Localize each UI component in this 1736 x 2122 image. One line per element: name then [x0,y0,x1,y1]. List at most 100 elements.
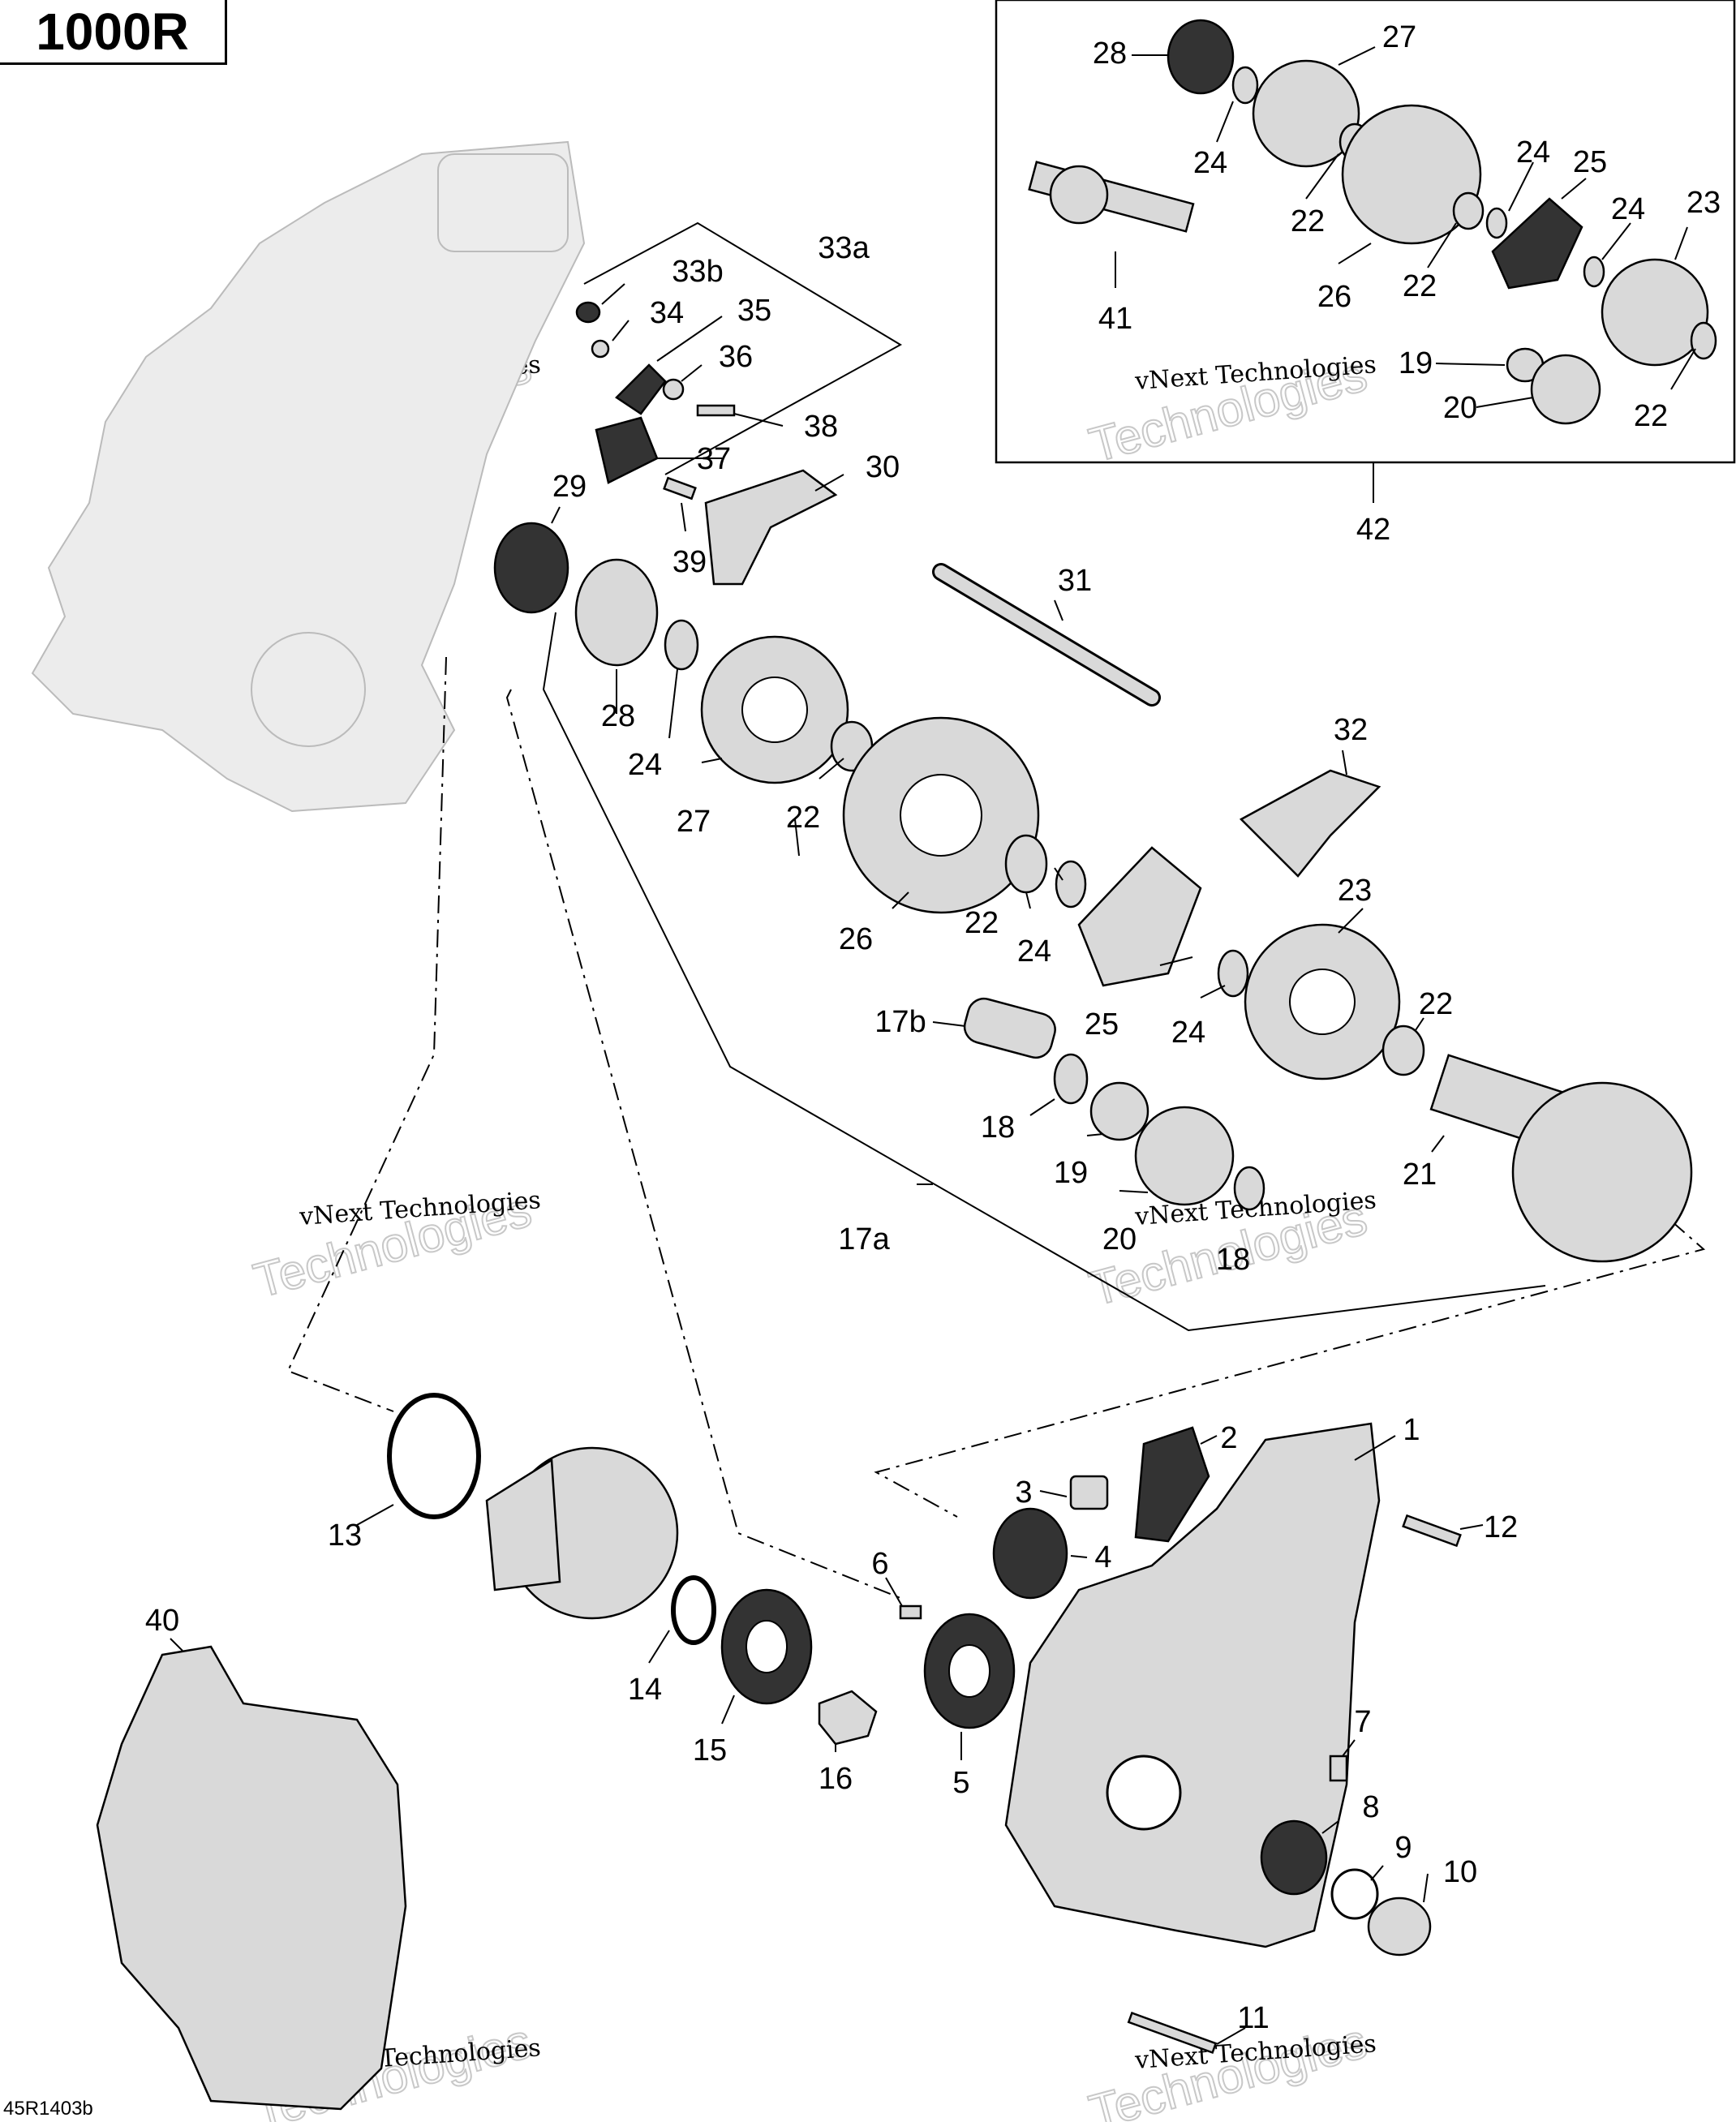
callout-24: 24 [1193,146,1227,180]
callout-10: 10 [1443,1855,1477,1889]
ring-14 [671,1575,716,1645]
oring-13 [387,1393,481,1519]
dog-28 [574,558,659,667]
callout-35: 35 [737,294,771,328]
callout-4: 4 [1094,1540,1111,1574]
callout-29: 29 [552,470,587,504]
callout-23: 23 [1338,874,1372,908]
callout-28: 28 [1093,37,1127,71]
dash-line [874,1220,1706,1518]
plug-7 [1329,1755,1348,1782]
gear-27-hub [741,677,808,743]
bearing-22 [1004,834,1048,894]
bearing-22-inset [1690,321,1717,360]
cover-1 [1004,1422,1381,1948]
callout-40: 40 [145,1604,179,1638]
callout-8: 8 [1362,1790,1379,1824]
oring-9 [1330,1868,1379,1920]
inset-frame [995,0,1736,464]
callout-25: 25 [1085,1007,1119,1042]
gear-21 [1511,1081,1693,1263]
callout-25: 25 [1573,145,1607,179]
callout-22: 22 [1403,269,1437,303]
callout-2: 2 [1220,1421,1237,1455]
callout-15: 15 [693,1733,727,1768]
washer-36 [662,378,685,401]
crankcase-bore [251,632,366,747]
shaft-41-gear [1049,165,1109,225]
callout-31: 31 [1058,564,1092,598]
cover-1-bore [1106,1755,1182,1831]
callout-24: 24 [1516,135,1550,170]
screw-38 [696,404,736,417]
bolt-11 [1127,2011,1218,2055]
callout-24: 24 [1611,192,1645,226]
assembly-bracket-17a [542,612,1546,1332]
callout-28: 28 [601,699,635,733]
gear-20-inset [1530,354,1601,425]
seal-8 [1260,1819,1328,1896]
callout-33a: 33a [818,231,870,265]
callout-22: 22 [965,906,999,940]
callout-17a: 17a [838,1222,890,1256]
callout-6: 6 [871,1547,888,1581]
callout-41: 41 [1098,302,1132,336]
callout-26: 26 [839,922,873,956]
callout-36: 36 [719,340,753,374]
callout-1: 1 [1403,1413,1420,1447]
circlip-18 [1053,1053,1089,1105]
bushing-19 [1089,1081,1149,1141]
nut-16 [818,1690,878,1746]
index-37 [595,416,659,484]
crankcase-boss [437,153,569,252]
bearing-15-bore [746,1620,788,1673]
callout-39: 39 [672,545,707,579]
assembly-bracket-33a [583,221,903,475]
bearing-29 [493,522,569,614]
washer-34 [591,339,610,359]
callout-23: 23 [1687,186,1721,220]
callout-22: 22 [1291,204,1325,238]
callout-14: 14 [628,1673,662,1707]
callout-24: 24 [1017,934,1051,969]
callout-22: 22 [1634,399,1668,433]
callout-12: 12 [1484,1510,1518,1544]
screw-39 [663,476,697,500]
bushing-33b [575,301,601,324]
sleeve-25 [1077,846,1202,987]
reference-code: 45R1403b [3,2098,93,2120]
callout-20: 20 [1102,1222,1137,1256]
callout-24: 24 [628,748,662,782]
gear-20 [1134,1106,1235,1206]
leader-lines [170,46,1696,2045]
dog-28-inset [1167,19,1235,95]
callout-24: 24 [1171,1016,1205,1050]
gear-23-hub [1289,969,1356,1035]
circlip-18 [1233,1166,1265,1211]
callout-30: 30 [866,450,900,484]
callout-16: 16 [819,1762,853,1796]
shaft-31-body [935,565,1158,704]
gear-26-inset [1341,104,1482,245]
callout-34: 34 [650,296,684,330]
callout-38: 38 [804,410,838,444]
callout-22: 22 [1419,987,1453,1021]
bearing-5-bore [948,1644,990,1698]
circlip-24 [664,619,699,671]
bushing-10 [1367,1896,1432,1957]
transmission-40 [96,1645,407,2111]
circlip-24-inset [1583,256,1605,288]
callout-13: 13 [328,1518,362,1553]
gear-14-bevel [485,1458,561,1592]
circlip-24-inset [1485,207,1508,239]
dash-line [505,689,901,1599]
model-title: 1000R [0,0,227,65]
circlip-24 [1217,949,1249,998]
crankcase-ghost [31,140,586,813]
gear-26-hub [900,774,982,857]
plate-2 [1134,1426,1210,1543]
callout-19: 19 [1054,1156,1088,1190]
callout-19: 19 [1399,346,1433,380]
sleeve-25-inset [1491,197,1583,290]
